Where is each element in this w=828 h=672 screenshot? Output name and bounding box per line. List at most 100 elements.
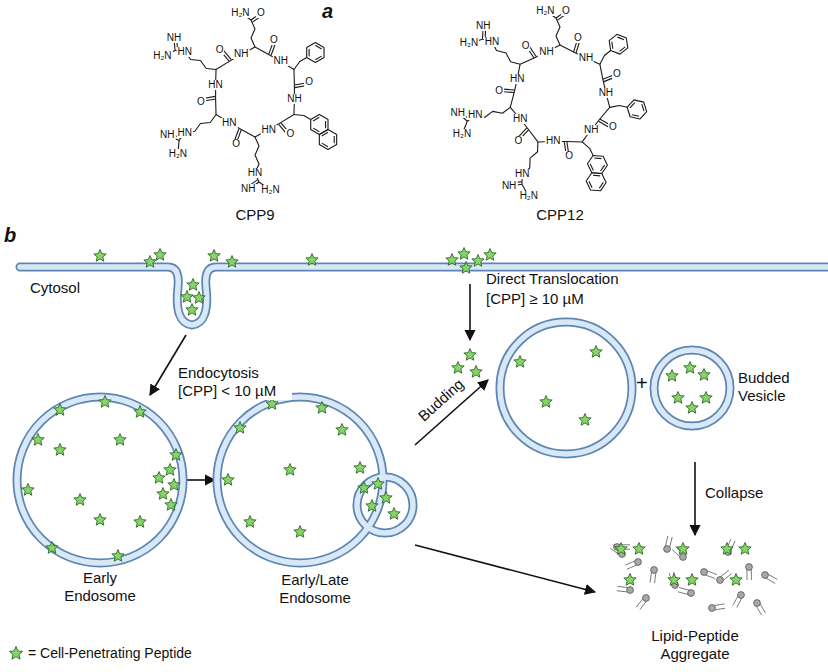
membrane-outline [654, 350, 730, 426]
peptide-star [9, 647, 22, 660]
peptide-star [686, 574, 698, 586]
atom-label: NH [538, 47, 554, 57]
bond [589, 181, 592, 187]
bond [325, 121, 326, 128]
peptide-star [168, 479, 180, 491]
atom-label: NH [233, 49, 249, 59]
peptide-star [153, 472, 165, 484]
atom-label: H₂N [168, 149, 188, 159]
peptide-star [739, 543, 751, 555]
figure-label: Direct Translocation [486, 270, 619, 287]
peptide-star [484, 249, 496, 261]
atom-label: NH [159, 130, 175, 140]
peptide-star [32, 434, 44, 446]
peptide-star [624, 574, 636, 586]
bond [322, 143, 328, 147]
bond [313, 117, 319, 121]
peptide-star [633, 543, 645, 555]
lipid-head [762, 572, 769, 579]
peptide-star [686, 402, 698, 414]
lipid-head [717, 577, 724, 584]
node-label: Early Endosome [55, 569, 145, 605]
atom-label: NH [578, 53, 594, 63]
peptide-star [372, 478, 384, 490]
membrane-outline [17, 397, 183, 563]
lipid-head [635, 559, 642, 566]
atom-label: NH [272, 56, 288, 66]
bond [294, 58, 307, 70]
peptide-star [154, 249, 166, 261]
bond [510, 45, 609, 142]
membrane-fill [17, 397, 183, 563]
node-label: Budded Vesicle [738, 369, 818, 405]
peptide-star [668, 574, 680, 586]
atom-label: O [514, 136, 524, 146]
peptide-star [54, 444, 66, 456]
node-label: Early/Late Endosome [265, 571, 365, 607]
bond [315, 45, 321, 49]
atom-label: O [231, 139, 241, 149]
peptide-star [460, 262, 472, 274]
lipid-head [754, 600, 761, 607]
atom-label: NH [475, 21, 491, 31]
peptide-star [316, 402, 328, 414]
membrane-outline [500, 322, 632, 454]
atom-label: NH [583, 125, 599, 135]
peptide-star [366, 500, 378, 512]
peptide-star [112, 550, 124, 562]
bond [319, 130, 336, 150]
peptide-star [222, 474, 234, 486]
peptide-star [700, 392, 712, 404]
vesicle: Budded Vesicle [488, 312, 823, 462]
peptide-star [170, 449, 182, 461]
peptide-star [134, 406, 146, 418]
atom-label: O [612, 69, 622, 79]
bond [594, 158, 601, 160]
bond [612, 42, 613, 49]
peptide-star [193, 292, 205, 304]
atom-label: NH [240, 184, 256, 194]
legend-symbol [8, 645, 24, 661]
node-shape [215, 395, 415, 567]
peptide-star [698, 369, 710, 381]
bond [632, 115, 639, 117]
bond [610, 105, 627, 107]
atom-label: O [285, 129, 295, 139]
bond [590, 164, 593, 170]
edge-label: Collapse [703, 484, 765, 502]
panel-letter: a [322, 0, 333, 23]
bond [627, 100, 646, 119]
peptide-star [234, 422, 246, 434]
atom-label: H₂N [519, 191, 539, 201]
node-label: Lipid-Peptide Aggregate [640, 627, 750, 663]
bond [334, 136, 335, 143]
peptide-star [157, 488, 169, 500]
atom-label: NH [501, 181, 517, 191]
bond [467, 107, 510, 121]
membrane-fill [20, 267, 828, 325]
peptide-star [380, 492, 392, 504]
membrane-outline [217, 397, 383, 563]
bond [582, 142, 593, 156]
peptide-star [388, 508, 400, 520]
membrane-fill [500, 322, 632, 454]
node-label: Cytosol [30, 279, 110, 297]
peptide-star [114, 434, 126, 446]
peptide-star [74, 494, 86, 506]
peptide-star [99, 396, 111, 408]
bond [609, 34, 628, 54]
lipid-head [688, 590, 695, 597]
atom-label: HN [545, 136, 561, 146]
peptide-star [226, 256, 238, 268]
lipid-head [738, 592, 745, 599]
peptide-star [590, 346, 602, 358]
peptide-star [306, 254, 318, 266]
translocation-arrow [469, 284, 471, 340]
peptide-star [458, 248, 470, 260]
bond [216, 47, 295, 137]
peptide-star [208, 250, 220, 262]
peptide-star [540, 396, 552, 408]
bond [313, 128, 319, 132]
membrane-fill [217, 397, 383, 563]
atom-label: HN [512, 114, 528, 124]
